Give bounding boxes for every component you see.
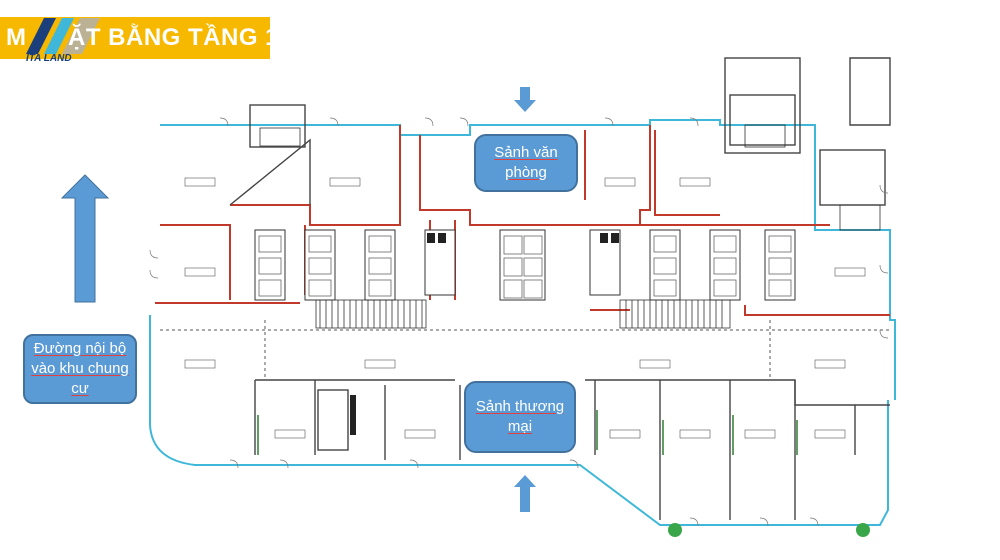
room-tags: [184, 177, 866, 439]
office-lobby-label: Sảnh văn phòng: [474, 134, 578, 192]
commercial-lobby-label: Sảnh thương mại: [464, 381, 576, 453]
up-arrow-icon: [60, 174, 110, 303]
equipment: [350, 233, 619, 435]
page-title-prefix: M: [6, 24, 26, 51]
shop-walls: [257, 410, 798, 455]
page-title: ẶT BẰNG TẦNG 1: [68, 24, 279, 51]
down-arrow-icon: [514, 87, 536, 112]
internal-road-label: Đường nội bộ vào khu chung cư: [23, 334, 137, 404]
dark-walls: [229, 57, 891, 520]
door-swings: [149, 117, 889, 527]
stairs: [259, 124, 881, 329]
corridor-lines: [160, 320, 890, 380]
logo-icon: [26, 18, 100, 54]
plants: [668, 523, 870, 537]
logo-text: ITA LAND: [26, 53, 72, 64]
elevator-cars: [258, 235, 792, 299]
up-arrow-icon: [514, 475, 536, 512]
building-outline: [149, 119, 896, 526]
